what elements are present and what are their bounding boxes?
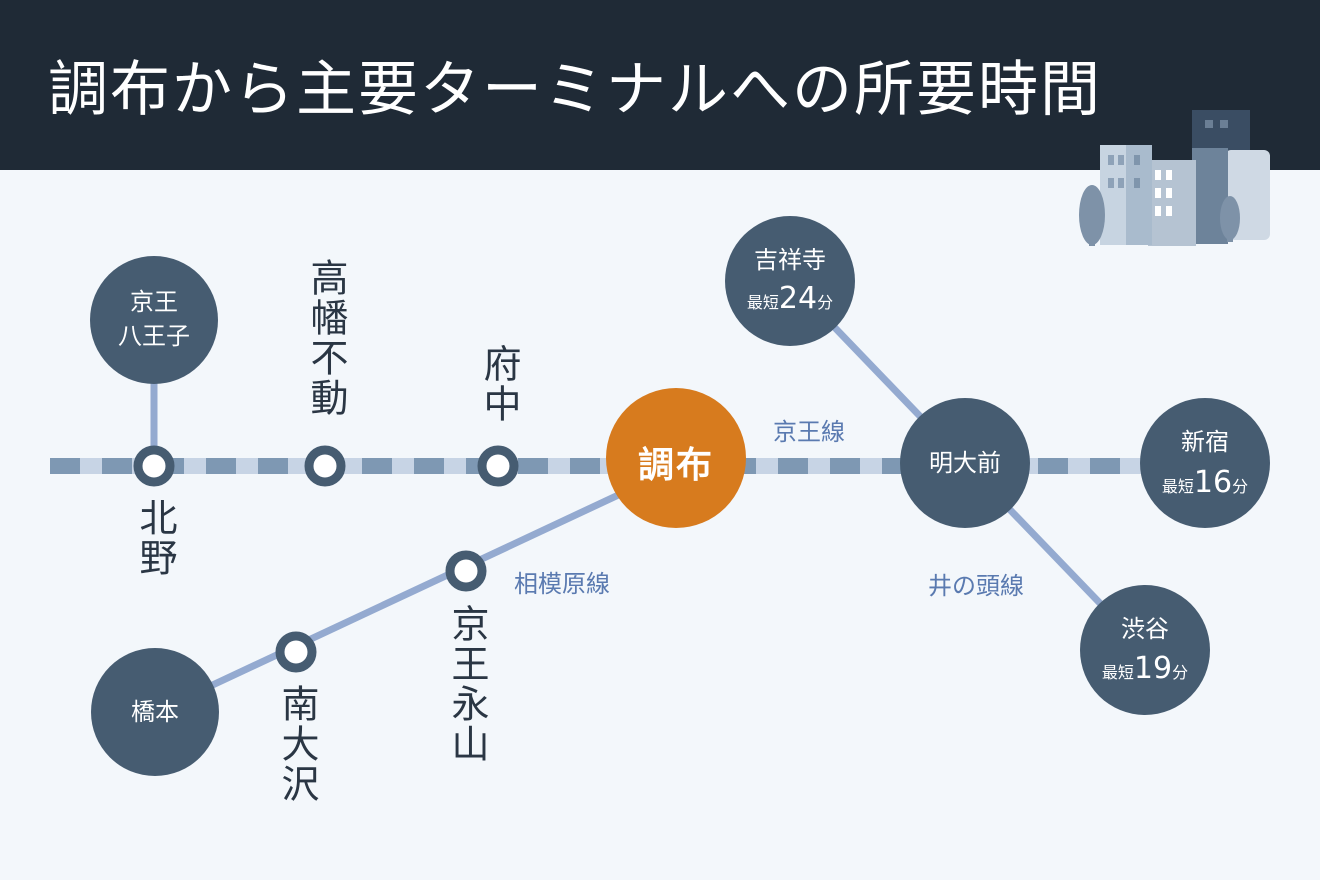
station-label-fuchu: 府中	[477, 344, 521, 424]
station-label-takahata: 高幡不動	[304, 258, 348, 418]
node-shibuya	[1080, 585, 1210, 715]
line-label-inokashira: 井の頭線	[928, 572, 1024, 600]
city-buildings-icon	[1079, 110, 1270, 246]
station-dot-keio-nagayama	[445, 550, 487, 592]
node-shinjuku	[1140, 398, 1270, 528]
station-label-keio-nagayama: 京王永山	[445, 604, 489, 764]
node-hachioji	[90, 256, 218, 384]
node-label-hachioji-2: 八王子	[118, 322, 190, 350]
station-dot-fuchu	[477, 445, 519, 487]
node-label-shibuya: 渋谷	[1121, 615, 1169, 643]
node-time-kichijoji: 最短24分	[746, 281, 834, 316]
node-hashimoto	[91, 648, 219, 776]
sagamihara-line	[153, 464, 678, 716]
node-label-shinjuku: 新宿	[1181, 428, 1229, 456]
node-kichijoji	[725, 216, 855, 346]
node-meidaimae	[900, 398, 1030, 528]
node-hub-chofu	[606, 388, 746, 528]
hub-label: 調布	[637, 445, 714, 486]
station-dot-minami-osawa	[275, 631, 317, 673]
header-bar: 調布から主要ターミナルへの所要時間	[0, 0, 1320, 170]
node-time-shibuya: 最短19分	[1101, 651, 1189, 686]
node-label-hachioji-1: 京王	[130, 288, 178, 316]
node-time-shinjuku: 最短16分	[1161, 465, 1249, 500]
node-label-hashimoto: 橋本	[131, 698, 179, 726]
station-label-kitano: 北野	[133, 498, 177, 578]
line-label-sagamihara: 相模原線	[514, 570, 610, 598]
station-label-minami-osawa: 南大沢	[275, 684, 319, 804]
page-title: 調布から主要ターミナルへの所要時間	[48, 55, 1102, 125]
line-label-keio: 京王線	[773, 418, 845, 446]
node-label-kichijoji: 吉祥寺	[754, 246, 826, 274]
station-dot-takahata	[304, 445, 346, 487]
node-label-meidaimae: 明大前	[929, 449, 1001, 477]
station-dot-kitano	[133, 445, 175, 487]
